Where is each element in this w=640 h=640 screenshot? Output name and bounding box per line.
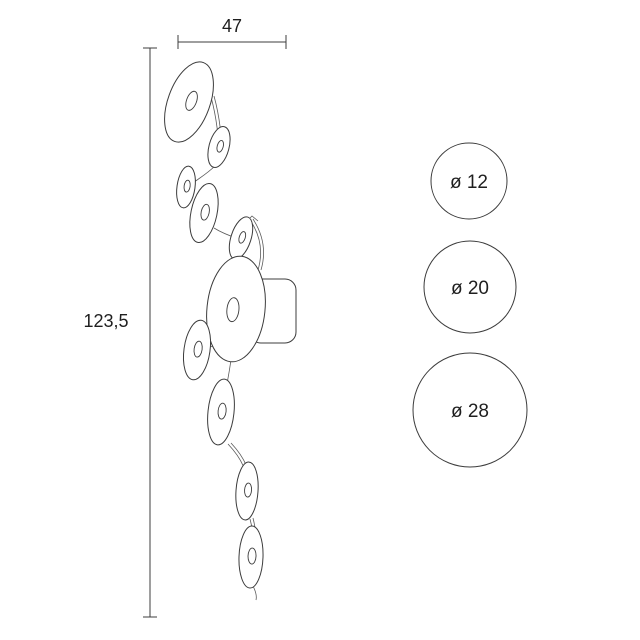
disc-hub [244, 482, 253, 498]
legend-circle-outline [430, 142, 508, 220]
diameter-legend: ø 12 ø 20 ø 28 [412, 142, 528, 468]
disc-hub [217, 402, 227, 420]
disc-i-medium [235, 461, 259, 521]
disc-hub [185, 90, 198, 111]
disc-e-small [228, 216, 254, 260]
disc-hub [183, 179, 191, 193]
height-dimension: 123,5 [83, 47, 157, 618]
legend-circle-outline [423, 240, 517, 334]
legend-circle-label: ø 28 [451, 401, 489, 422]
disc-b-small [207, 126, 231, 168]
width-dimension: 47 [177, 16, 287, 49]
stem-right-arm-b [252, 218, 264, 271]
legend-circle-label: ø 20 [451, 278, 489, 299]
disc-top-large [164, 61, 214, 143]
lamp-drawing [164, 61, 297, 601]
disc-hub [238, 231, 247, 244]
height-dimension-label: 123,5 [83, 311, 128, 331]
legend-circle-outline [412, 352, 528, 468]
disc-hub [193, 340, 203, 358]
disc-hub [200, 203, 210, 221]
disc-hub [247, 547, 257, 565]
legend-circle-28: ø 28 [412, 352, 528, 468]
disc-hub [216, 139, 224, 153]
disc-hub [226, 297, 240, 323]
disc-h-medium [207, 378, 235, 446]
disc-c-small [176, 165, 196, 209]
legend-circle-20: ø 20 [423, 240, 517, 334]
disc-central-large [206, 255, 266, 363]
width-dimension-label: 47 [222, 16, 242, 36]
disc-j-bottom [238, 525, 264, 589]
legend-circle-12: ø 12 [430, 142, 508, 220]
disc-d-medium [189, 183, 219, 243]
stem-bottom-tail [252, 585, 257, 601]
legend-circle-label: ø 12 [450, 172, 488, 193]
lamp-discs [164, 61, 266, 589]
disc-g-medium [182, 319, 212, 381]
